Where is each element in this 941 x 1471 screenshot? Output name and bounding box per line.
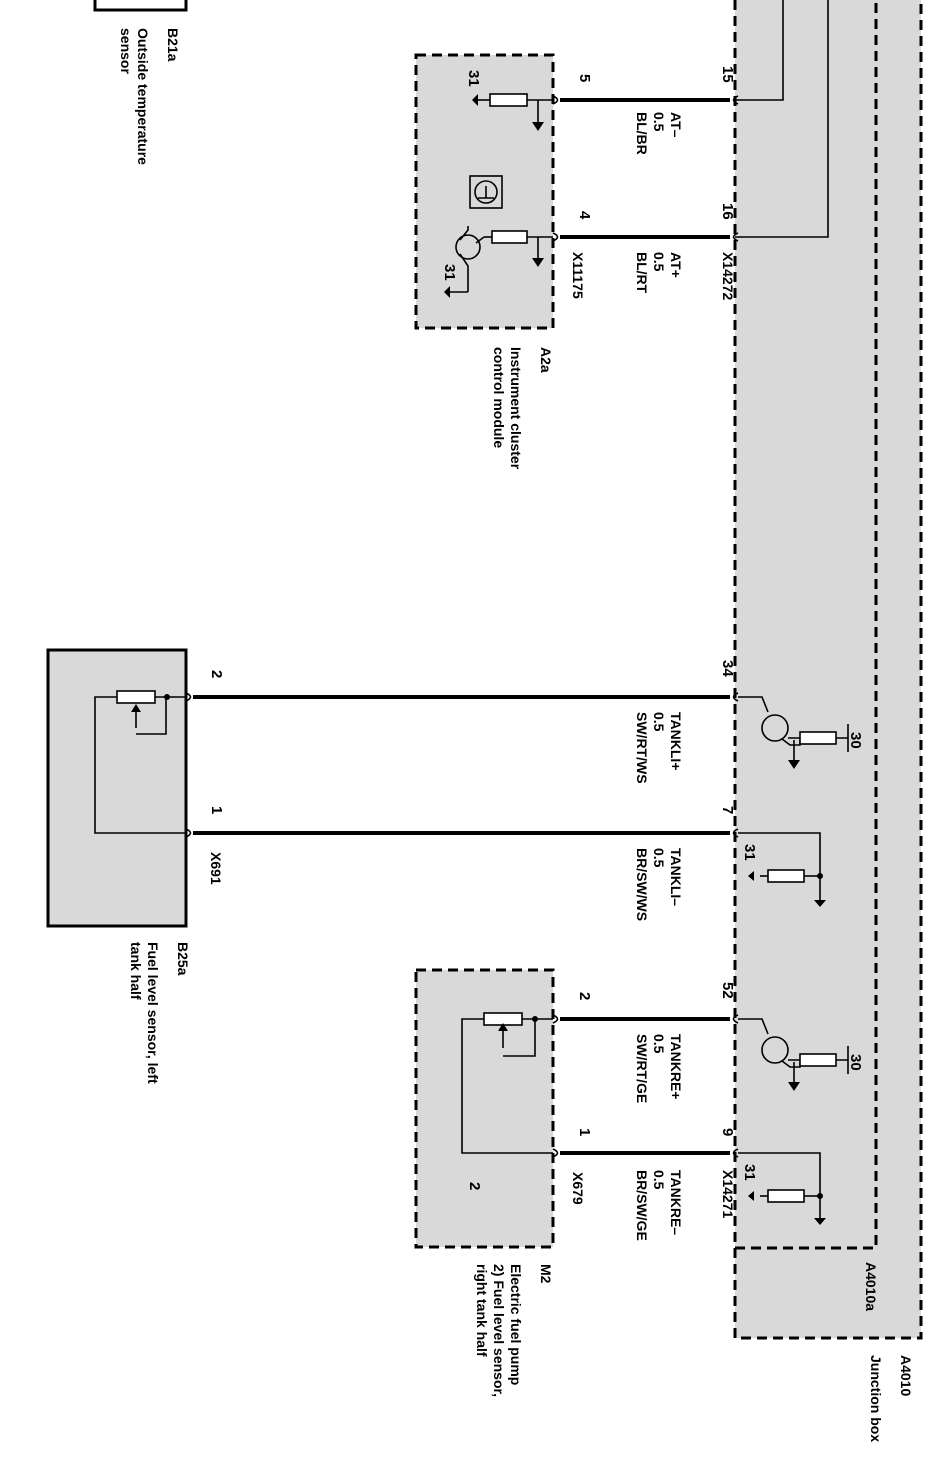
wire-color: BR/SW/WS (634, 848, 650, 921)
arrow-icon (532, 258, 544, 267)
wire-tankre-plus: 2 52 TANKRE+ 0.5 SW/RT/GE (552, 982, 739, 1103)
wire-color: BL/BR (634, 112, 650, 155)
pin-right: 7 (719, 806, 736, 814)
pin-left: 5 (576, 74, 593, 82)
junction-circuit-tankli: 30 31 (738, 696, 864, 907)
instrument-cluster-a2a: 31 31 A2a Instrument cluster control mod… (414, 53, 586, 470)
arrow-icon (532, 122, 544, 131)
electric-fuel-pump-m2: 2 M2 Electric fuel pump 2) Fuel level se… (414, 968, 586, 1397)
pin-left: 1 (576, 1128, 593, 1136)
wire-color: BR/SW/GE (634, 1170, 650, 1241)
resistor-icon (799, 731, 837, 745)
b25a-name-line1: Fuel level sensor, left (145, 942, 161, 1084)
resistor-icon (767, 869, 805, 883)
b25a-connector: X691 (208, 852, 224, 885)
outside-temperature-sensor-b21a: B21a Outside temperature sensor (93, 0, 188, 165)
a2a-id: A2a (538, 347, 554, 373)
a2a-ground-31-bottom: 31 (441, 264, 458, 281)
pin-left: 2 (208, 670, 225, 678)
arrow-icon (788, 1082, 800, 1091)
resistor-icon (489, 93, 528, 107)
ground-icon (814, 900, 826, 907)
wire-size: 0.5 (651, 712, 667, 732)
resistor-icon (491, 230, 528, 244)
wire-color: SW/RT/GE (634, 1034, 650, 1103)
transistor-icon (455, 234, 481, 260)
outside-temp-feed-lines (735, 0, 829, 238)
wire-color: BL/RT (634, 252, 650, 294)
wire-at-minus: 5 15 AT– 0.5 BL/BR (552, 66, 739, 155)
wire-tankli-plus: 2 34 TANKLI+ 0.5 SW/RT/WS (185, 660, 739, 784)
wire-color: SW/RT/WS (634, 712, 650, 784)
pin-left: 1 (208, 806, 225, 814)
pin-right: 16 (719, 203, 736, 220)
m2-id: M2 (538, 1264, 554, 1284)
ground-30-top: 30 (847, 732, 864, 749)
transistor-icon (761, 1036, 789, 1064)
ground-icon (814, 1218, 826, 1225)
wire-signal: TANKLI– (668, 848, 684, 906)
m2-connector: X679 (570, 1172, 586, 1205)
ground-icon (748, 1191, 754, 1201)
wire-tankli-minus: 1 7 TANKLI– 0.5 BR/SW/WS (185, 806, 739, 921)
ground-31-tankre: 31 (741, 1164, 758, 1181)
a2a-name-line2: control module (491, 347, 507, 448)
connector-x14271: X14271 (720, 1170, 736, 1218)
pin-left: 2 (576, 992, 593, 1000)
resistor-icon (767, 1189, 805, 1203)
wire-size: 0.5 (651, 252, 667, 272)
m2-name-line3: right tank half (474, 1264, 490, 1357)
wire-signal: AT+ (668, 252, 684, 278)
b25a-id: B25a (175, 942, 191, 976)
wire-size: 0.5 (651, 848, 667, 868)
wire-size: 0.5 (651, 112, 667, 132)
wire-signal: AT– (668, 112, 684, 138)
ground-icon (748, 871, 754, 881)
m2-name-line2: 2) Fuel level sensor, (491, 1264, 507, 1397)
a2a-ground-31-top: 31 (465, 70, 482, 87)
resistor-icon (799, 1053, 837, 1067)
a4010-id: A4010 (898, 1355, 914, 1396)
ground-30-bottom: 30 (847, 1054, 864, 1071)
connector-x14272: X14272 (720, 252, 736, 300)
wire-signal: TANKRE– (668, 1170, 684, 1235)
wire-size: 0.5 (651, 1034, 667, 1054)
potentiometer-icon (116, 690, 156, 704)
b21a-id: B21a (165, 28, 181, 62)
a4010a-label: A4010a (863, 1262, 879, 1311)
b25a-name-line2: tank half (128, 942, 144, 1000)
wire-signal: TANKLI+ (668, 712, 684, 770)
fuel-level-sensor-left-b25a: B25a Fuel level sensor, left tank half X… (46, 648, 224, 1084)
transistor-icon (761, 714, 789, 742)
a2a-connector: X11175 (570, 252, 586, 299)
a4010-name: Junction box (868, 1355, 884, 1442)
pin-right: 9 (719, 1128, 736, 1136)
junction-circuit-tankre: 30 31 (738, 1018, 864, 1225)
pin-right: 34 (719, 660, 736, 677)
wire-signal: TANKRE+ (668, 1034, 684, 1099)
pin-right: 52 (719, 982, 736, 999)
wire-size: 0.5 (651, 1170, 667, 1190)
b21a-name-line2: sensor (118, 28, 134, 74)
arrow-icon (788, 760, 800, 769)
wire-at-plus: 4 16 AT+ 0.5 BL/RT X14272 (552, 203, 739, 300)
a2a-name-line1: Instrument cluster (508, 347, 524, 470)
pin-left: 4 (576, 211, 593, 220)
m2-inner-label: 2 (466, 1182, 483, 1190)
warning-lamp-icon (469, 175, 503, 209)
pin-right: 15 (719, 66, 736, 83)
m2-name-line1: Electric fuel pump (508, 1264, 524, 1385)
ground-31-tankli: 31 (741, 844, 758, 861)
wire-tankre-minus: 1 9 TANKRE– 0.5 BR/SW/GE X14271 (552, 1128, 739, 1241)
ground-icon (472, 94, 478, 106)
ground-icon (444, 286, 450, 298)
b21a-name-line1: Outside temperature (135, 28, 151, 165)
